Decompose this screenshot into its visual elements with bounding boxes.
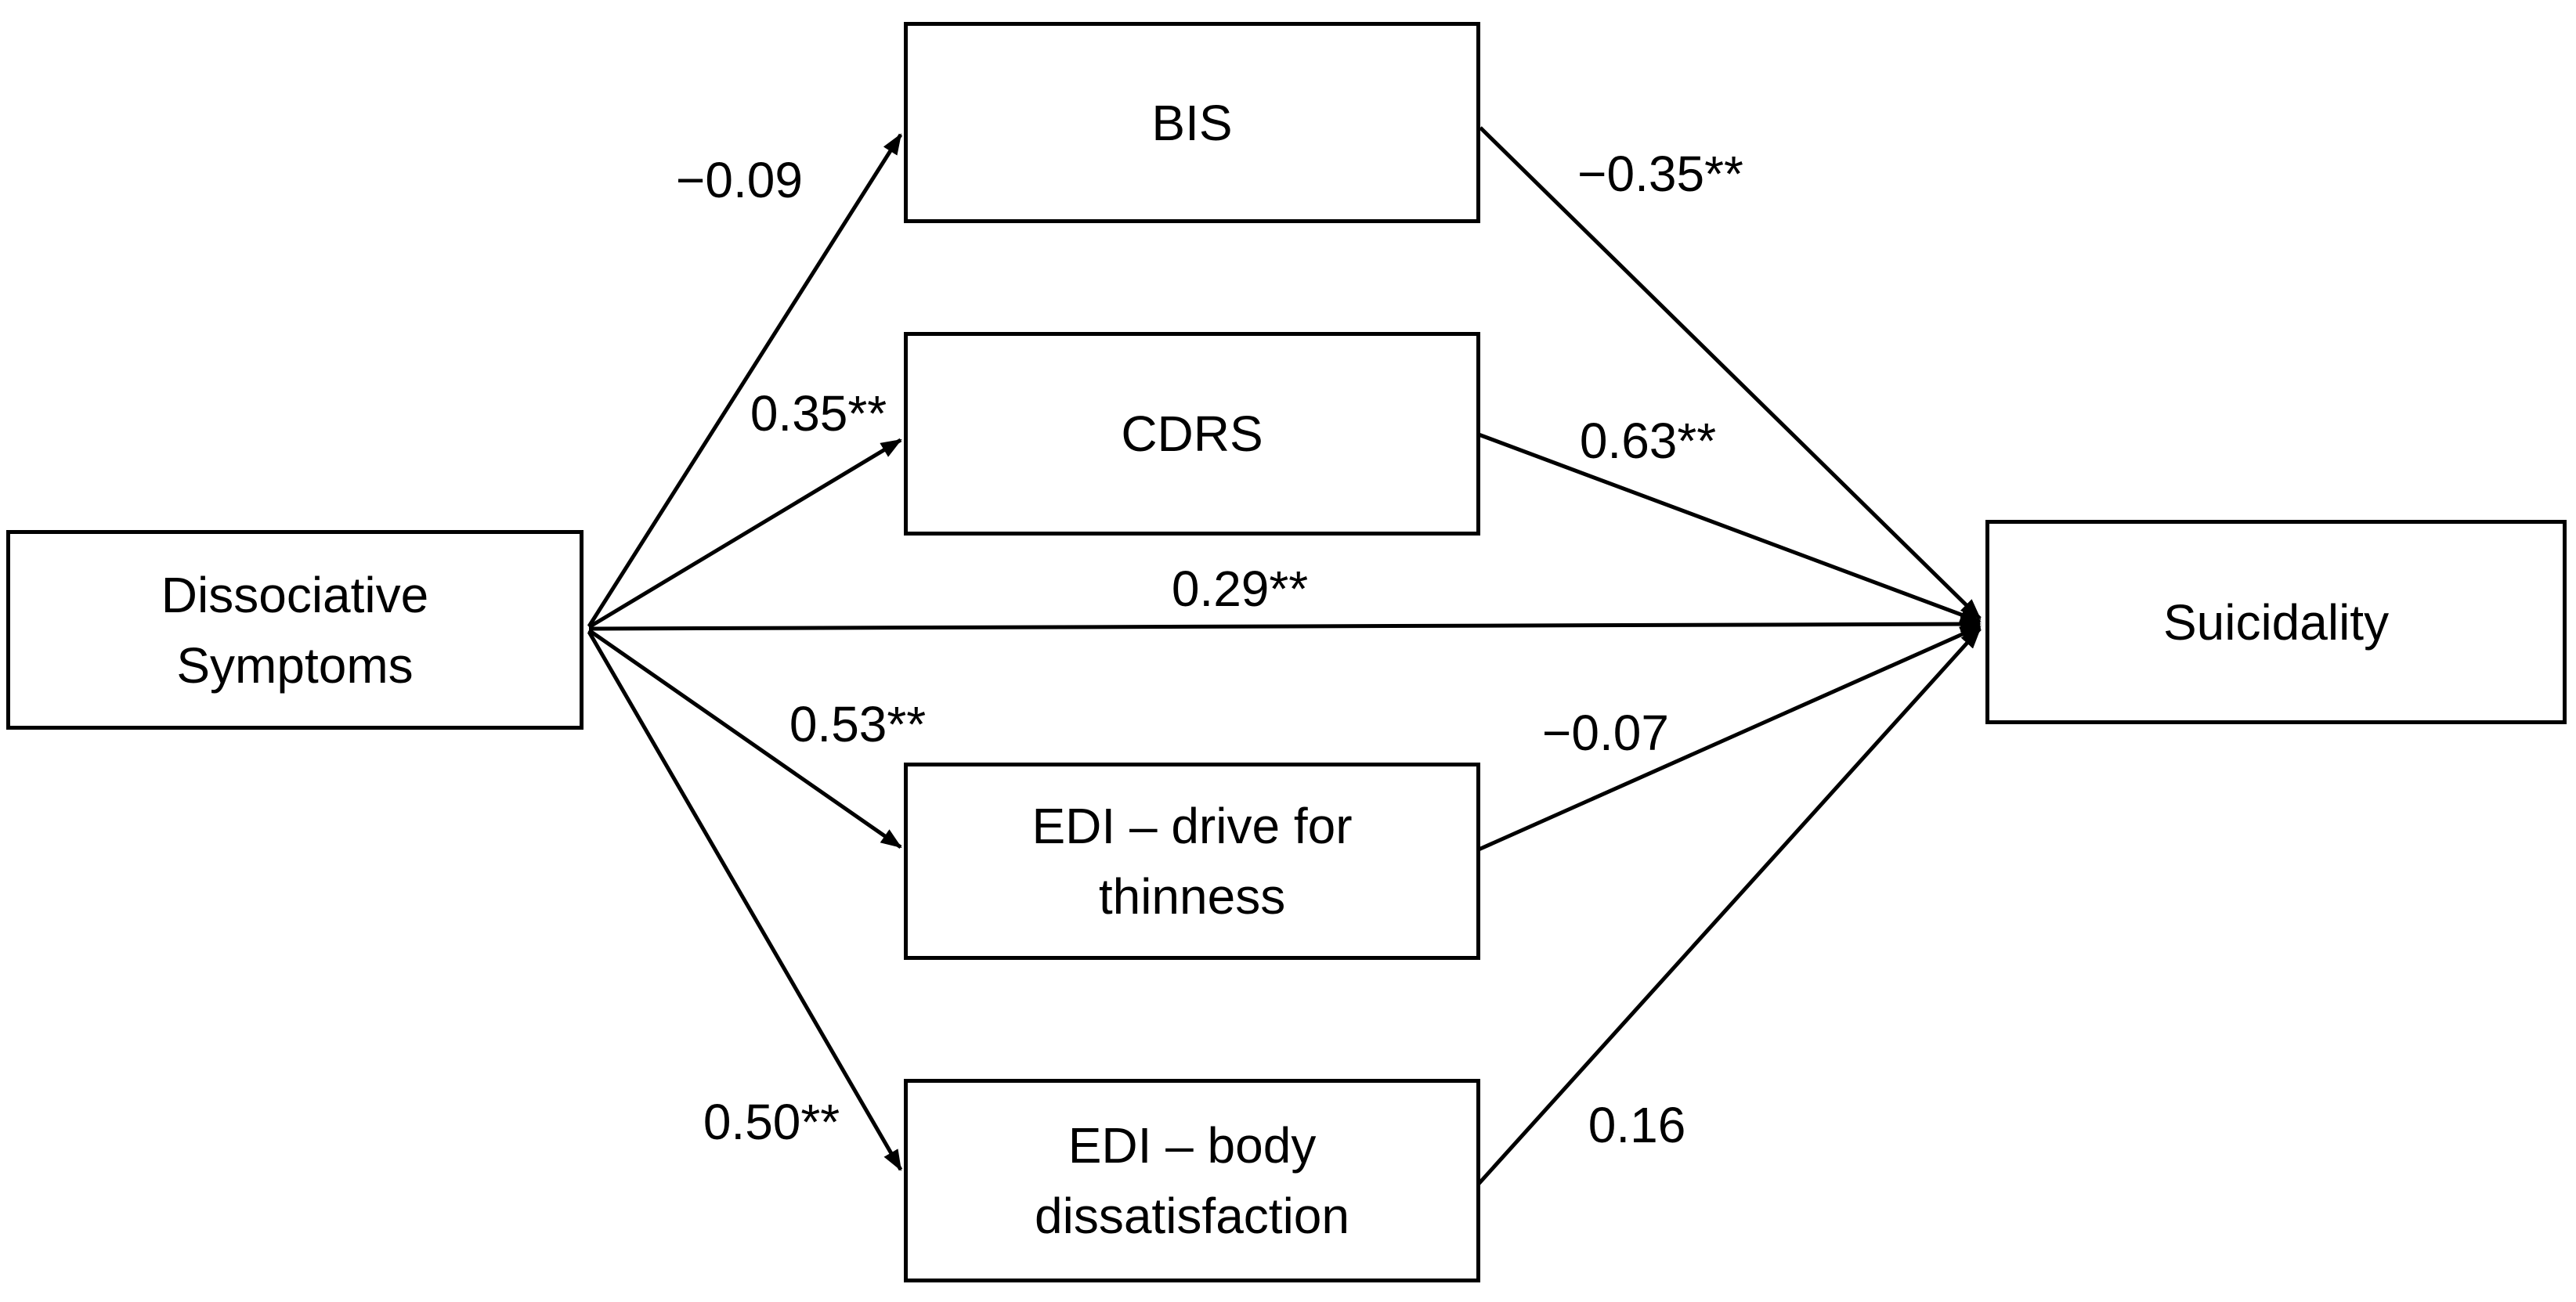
path-label-cdrs-to-suicidality: 0.63** xyxy=(1579,413,1717,469)
node-cdrs-label: CDRS xyxy=(1121,406,1263,462)
path-arrow-cdrs-to-suicidality xyxy=(1478,432,1982,624)
node-dissociative-symptoms-label: Dissociative Symptoms xyxy=(161,566,429,694)
path-arrow-ds-to-cdrs xyxy=(587,438,902,629)
path-label-ds-to-edi-body: 0.50** xyxy=(703,1094,840,1150)
path-arrow-ds-to-edi-body xyxy=(587,630,903,1171)
node-edi-body-dissatisfaction: EDI – body dissatisfaction xyxy=(904,1079,1480,1282)
node-cdrs: CDRS xyxy=(904,332,1480,536)
path-arrow-edi-drive-to-suicidality xyxy=(1477,624,1982,852)
node-dissociative-symptoms: Dissociative Symptoms xyxy=(6,530,583,730)
path-label-edi-drive-to-suicidality: −0.07 xyxy=(1542,705,1669,761)
node-suicidality: Suicidality xyxy=(1985,520,2567,724)
path-arrow-bis-to-suicidality xyxy=(1479,126,1982,620)
path-arrow-ds-to-edi-drive xyxy=(587,628,902,849)
path-arrow-ds-to-bis xyxy=(587,133,903,628)
path-arrow-ds-to-suicidality xyxy=(588,615,1982,633)
node-edi-drive-for-thinness-label: EDI – drive for thinness xyxy=(1031,798,1353,925)
path-label-edi-body-to-suicidality: 0.16 xyxy=(1588,1097,1686,1153)
node-suicidality-label: Suicidality xyxy=(2162,593,2390,651)
path-label-ds-to-bis: −0.09 xyxy=(676,152,803,208)
node-bis: BIS xyxy=(904,22,1480,223)
path-label-ds-to-suicidality: 0.29** xyxy=(1171,561,1309,617)
path-arrow-edi-body-to-suicidality xyxy=(1477,627,1982,1185)
path-label-ds-to-cdrs: 0.35** xyxy=(750,385,887,442)
node-edi-drive-for-thinness: EDI – drive for thinness xyxy=(904,763,1480,960)
path-label-bis-to-suicidality: −0.35** xyxy=(1577,146,1743,202)
node-bis-label: BIS xyxy=(1151,94,1233,151)
path-label-ds-to-edi-drive: 0.53** xyxy=(789,696,927,752)
node-edi-body-dissatisfaction-label: EDI – body dissatisfaction xyxy=(1035,1117,1349,1244)
